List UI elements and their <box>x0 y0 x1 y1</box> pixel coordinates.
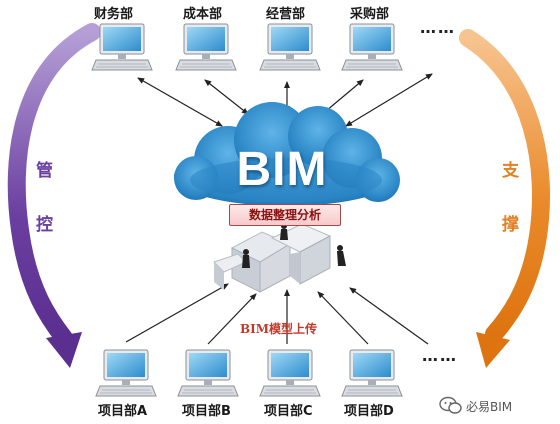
computer-monitor-icon <box>259 23 321 71</box>
left-side-char-1: 管 <box>36 161 53 181</box>
node-label-project-a: 项目部A <box>98 404 148 419</box>
node-label-project-d: 项目部D <box>344 404 394 419</box>
top-ellipsis: …… <box>420 18 456 37</box>
left-side-char-2: 控 <box>36 215 53 235</box>
node-label-purchase: 采购部 <box>350 7 390 22</box>
computer-monitor-icon <box>95 349 157 397</box>
top-computers <box>91 23 403 71</box>
node-label-finance: 财务部 <box>94 7 134 22</box>
puzzle-blocks-icon <box>213 223 346 293</box>
bottom-connectors <box>125 283 429 345</box>
right-side-char-1: 支 <box>502 161 519 181</box>
computer-monitor-icon <box>177 349 239 397</box>
right-side-char-2: 撑 <box>502 215 519 235</box>
computer-monitor-icon <box>175 23 237 71</box>
upload-label: BIM模型上传 <box>240 322 318 336</box>
watermark-text: 必易BIM <box>466 400 513 414</box>
connector-project-a <box>125 283 229 343</box>
computer-monitor-icon <box>341 349 403 397</box>
computer-monitor-icon <box>91 23 153 71</box>
connector-finance <box>137 77 223 127</box>
wechat-icon <box>439 396 462 414</box>
connector-cost <box>204 79 249 115</box>
left-curved-arrow <box>7 23 101 368</box>
bim-title: BIM <box>236 143 328 196</box>
bottom-ellipsis: …… <box>422 346 458 365</box>
cloud-icon <box>174 102 400 206</box>
computer-monitor-icon <box>259 349 321 397</box>
analysis-box: 数据整理分析 <box>229 204 341 226</box>
node-label-cost: 成本部 <box>183 7 223 22</box>
connector-project-d <box>317 291 369 345</box>
connector-project-b <box>207 293 257 345</box>
right-curved-arrow <box>459 29 550 368</box>
node-label-business: 经营部 <box>266 7 306 22</box>
bottom-computers <box>95 349 403 397</box>
node-label-project-b: 项目部B <box>182 404 231 419</box>
computer-monitor-icon <box>341 23 403 71</box>
node-label-project-c: 项目部C <box>264 404 313 419</box>
connector-more-bottom <box>349 287 429 345</box>
connector-more-top <box>345 73 433 127</box>
